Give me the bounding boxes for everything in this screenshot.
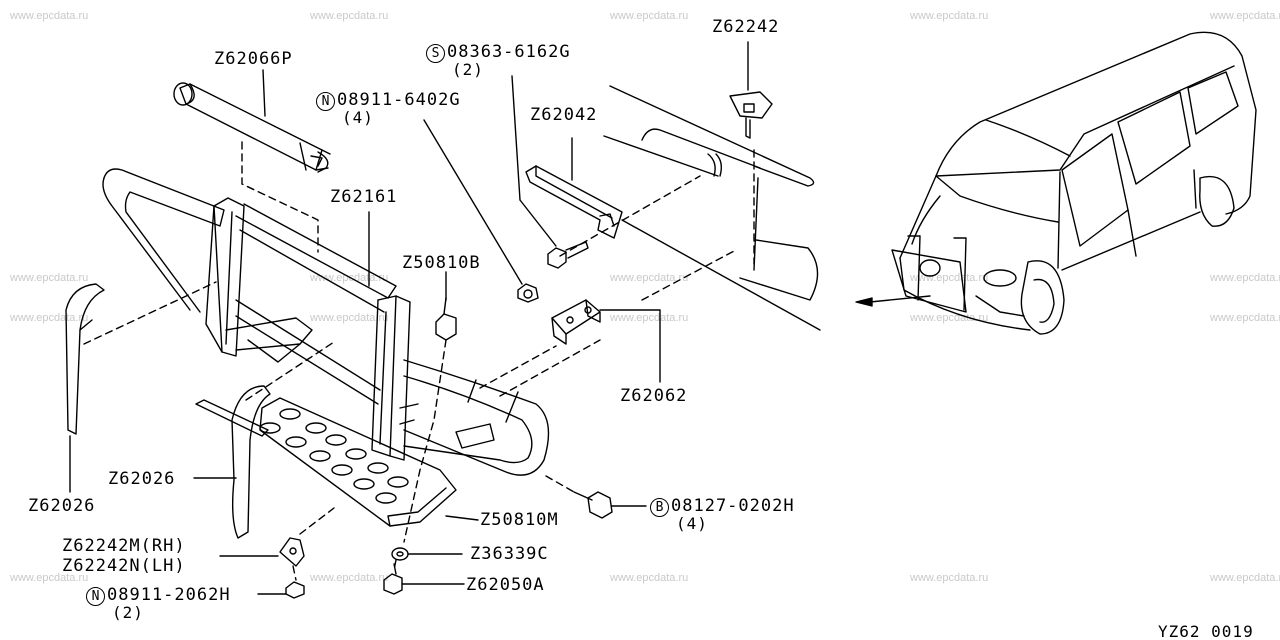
label-bolt-b-qty: (4) <box>676 514 708 533</box>
watermark-text: www.epcdata.ru <box>610 10 689 22</box>
label-z62026-left: Z62026 <box>28 496 96 516</box>
vehicle-illustration <box>855 31 1257 335</box>
label-z62062: Z62062 <box>620 386 688 406</box>
bracket-z62042-part <box>525 165 623 239</box>
watermark-text: www.epcdata.ru <box>10 272 89 284</box>
guard-frame-part <box>102 168 550 476</box>
diagram-code: YZ62 0019 <box>1158 622 1254 640</box>
watermark-text: www.epcdata.ru <box>610 572 689 584</box>
label-bolt-s-qty: (2) <box>452 60 484 79</box>
bracket-z62242-part <box>729 91 773 139</box>
bracket-z62062-part <box>551 299 601 345</box>
label-z62050a: Z62050A <box>466 575 545 595</box>
label-z62242: Z62242 <box>712 17 780 37</box>
bolt-s-number: 08363-6162G <box>447 42 571 62</box>
washer-part <box>391 547 409 561</box>
watermark-text: www.epcdata.ru <box>310 572 389 584</box>
watermark-text: www.epcdata.ru <box>910 312 989 324</box>
skid-plate-part <box>195 397 457 527</box>
label-nut-n2-qty: (2) <box>112 603 144 622</box>
label-z62026-mid: Z62026 <box>108 469 176 489</box>
label-z62242n: Z62242N(LH) <box>62 556 186 576</box>
watermark-text: www.epcdata.ru <box>610 312 689 324</box>
watermark-text: www.epcdata.ru <box>1210 572 1280 584</box>
watermark-text: www.epcdata.ru <box>610 272 689 284</box>
mid-side-trim-part <box>231 385 271 539</box>
watermark-text: www.epcdata.ru <box>10 10 89 22</box>
left-side-trim-part <box>65 283 105 435</box>
bolt-z62050a-part <box>383 563 403 595</box>
prefix-b-circle: B <box>650 498 669 517</box>
bolt-b-number: 08127-0202H <box>671 496 795 516</box>
watermark-text: www.epcdata.ru <box>1210 312 1280 324</box>
small-nut-part <box>285 581 305 599</box>
watermark-text: www.epcdata.ru <box>910 272 989 284</box>
prefix-s-circle: S <box>426 44 445 63</box>
nut-part <box>517 283 539 303</box>
cover-tube-part <box>173 82 331 173</box>
label-nut-n1-qty: (4) <box>342 108 374 127</box>
watermark-text: www.epcdata.ru <box>910 10 989 22</box>
watermark-text: www.epcdata.ru <box>910 572 989 584</box>
watermark-text: www.epcdata.ru <box>310 312 389 324</box>
label-z50810b: Z50810B <box>402 253 481 273</box>
bolt-08127-part <box>573 491 613 519</box>
bolt-part <box>547 241 589 269</box>
watermark-text: www.epcdata.ru <box>10 312 89 324</box>
label-z36339c: Z36339C <box>470 544 549 564</box>
watermark-text: www.epcdata.ru <box>1210 272 1280 284</box>
label-z62042: Z62042 <box>530 105 598 125</box>
watermark-text: www.epcdata.ru <box>10 572 89 584</box>
prefix-n2-circle: N <box>86 587 105 606</box>
watermark-text: www.epcdata.ru <box>310 10 389 22</box>
assembly-dashed-lines <box>83 141 755 581</box>
label-z62161: Z62161 <box>330 187 398 207</box>
nut-n1-number: 08911-6402G <box>337 90 461 110</box>
label-z50810m: Z50810M <box>480 510 559 530</box>
side-clip-part <box>279 537 305 567</box>
label-z62066p: Z62066P <box>214 49 293 69</box>
clip-part <box>435 297 457 341</box>
prefix-n-circle: N <box>316 92 335 111</box>
watermark-text: www.epcdata.ru <box>1210 10 1280 22</box>
label-z62242m: Z62242M(RH) <box>62 536 186 556</box>
vehicle-body-lines <box>603 85 821 331</box>
nut-n2-number: 08911-2062H <box>107 585 231 605</box>
